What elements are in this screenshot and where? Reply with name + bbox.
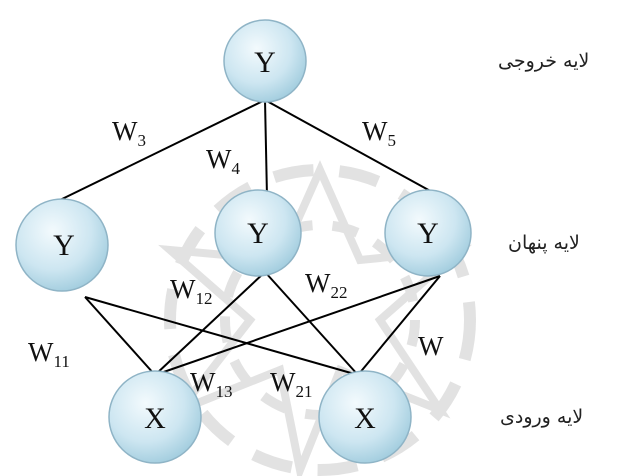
- weight-labels: W3 W4 W5 W11 W12 W22 W13 W21 W: [28, 116, 444, 401]
- layer-label-output: لایه خروجی: [498, 50, 590, 72]
- edge-output-hidden-middle: [264, 99, 268, 198]
- node-input-left-label: X: [144, 402, 166, 435]
- edge-hiddenright-input-right: [357, 275, 441, 376]
- node-hidden-left: [15, 198, 109, 292]
- weight-w13: W13: [190, 367, 232, 401]
- edge-hiddenleft-input-right: [84, 296, 359, 376]
- edge-hiddenmiddle-input-right: [264, 271, 359, 376]
- node-input-left: [108, 370, 202, 464]
- weight-w12: W12: [170, 274, 212, 308]
- weight-w4: W4: [206, 144, 240, 178]
- node-labels: Y Y Y Y X X: [53, 46, 439, 435]
- node-hidden-right-label: Y: [417, 217, 439, 250]
- node-input-right-label: X: [354, 402, 376, 435]
- edge-hiddenleft-input-left: [84, 296, 156, 376]
- node-output: [223, 19, 307, 103]
- node-output-label: Y: [254, 46, 276, 79]
- nodes: [15, 19, 472, 464]
- edge-output-hidden-right: [264, 99, 435, 194]
- weight-w: W: [418, 331, 444, 361]
- edge-hiddenright-input-left: [154, 275, 441, 376]
- node-hidden-left-label: Y: [53, 229, 75, 262]
- weight-w11: W11: [28, 337, 70, 371]
- node-hidden-middle-label: Y: [247, 217, 269, 250]
- layer-label-hidden: لایه پنهان: [508, 232, 580, 254]
- edge-hiddenmiddle-input-left: [154, 271, 266, 376]
- layer-label-input: لایه ورودی: [500, 406, 584, 428]
- node-hidden-middle: [214, 189, 302, 277]
- weight-w22: W22: [305, 268, 347, 302]
- edge-output-hidden-left: [59, 99, 266, 201]
- weight-w5: W5: [362, 116, 396, 150]
- edges: [59, 99, 441, 376]
- weight-w21: W21: [270, 367, 312, 401]
- weight-w3: W3: [112, 116, 146, 150]
- node-hidden-right: [384, 189, 472, 277]
- node-input-right: [318, 370, 412, 464]
